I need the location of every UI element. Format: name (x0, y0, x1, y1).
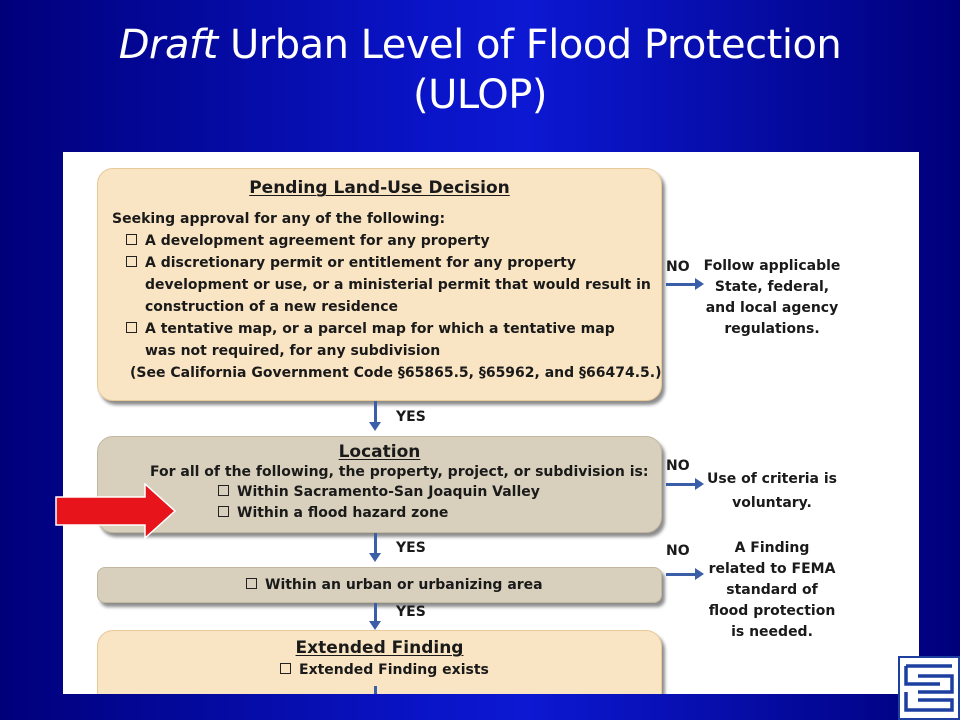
slide-title: Draft Urban Level of Flood Protection (U… (0, 20, 960, 120)
no-label-3: NO (666, 543, 690, 559)
extended-item: Extended Finding exists (98, 658, 661, 682)
logo-mark-icon (904, 664, 954, 712)
urban-area-box: Within an urban or urbanizing area (97, 567, 662, 603)
pending-item-3: A tentative map, or a parcel map for whi… (112, 318, 661, 340)
extended-down-arrow (374, 686, 377, 694)
pending-item-2-cont-a: development or use, or a ministerial per… (145, 277, 651, 293)
checkbox-icon (126, 255, 137, 267)
pending-intro: Seeking approval for any of the followin… (112, 211, 446, 227)
checkbox-icon (126, 233, 137, 245)
extended-heading: Extended Finding (295, 638, 464, 658)
checkbox-icon (246, 577, 257, 589)
checkbox-icon (280, 662, 291, 674)
pending-heading: Pending Land-Use Decision (249, 178, 510, 198)
no-outcome-1: Follow applicable State, federal, and lo… (703, 258, 841, 337)
pending-item-2-cont-b: construction of a new residence (145, 299, 399, 315)
checkbox-icon (126, 321, 137, 333)
no-outcome-3: A Finding related to FEMA standard of fl… (708, 540, 836, 640)
corner-logo-icon (898, 656, 960, 720)
red-pointer-arrow-icon (55, 483, 177, 539)
title-line-2: (ULOP) (413, 72, 547, 118)
no-outcome-2: Use of criteria is voluntary. (707, 471, 837, 511)
yes-label-2: YES (396, 540, 426, 556)
pending-decision-box: Pending Land-Use Decision Seeking approv… (97, 168, 662, 401)
pending-item-1: A development agreement for any property (112, 230, 661, 252)
no-label-2: NO (666, 458, 690, 474)
checkbox-icon (218, 505, 229, 517)
pending-reference: (See California Government Code §65865.5… (130, 365, 662, 381)
location-item-2: Within a flood hazard zone (98, 503, 661, 524)
location-item-1: Within Sacramento-San Joaquin Valley (98, 482, 661, 503)
no-label-1: NO (666, 259, 690, 275)
pending-item-3-cont: was not required, for any subdivision (145, 343, 441, 359)
checkbox-icon (218, 484, 229, 496)
location-box: Location For all of the following, the p… (97, 436, 662, 533)
yes-arrow-3 (369, 603, 381, 630)
no-arrow-1 (666, 278, 704, 290)
location-intro: For all of the following, the property, … (150, 464, 649, 480)
pending-item-2: A discretionary permit or entitlement fo… (112, 252, 661, 274)
extended-finding-box: Extended Finding Extended Finding exists (97, 630, 662, 694)
urban-item: Within an urban or urbanizing area (98, 568, 661, 602)
yes-arrow-2 (369, 533, 381, 562)
no-arrow-3 (666, 568, 704, 580)
yes-arrow-1 (369, 401, 381, 431)
yes-label-1: YES (396, 409, 426, 425)
no-arrow-2 (666, 478, 704, 490)
title-main: Urban Level of Flood Protection (217, 22, 842, 68)
title-line-1: Draft Urban Level of Flood Protection (0, 20, 960, 70)
title-draft: Draft (118, 22, 219, 68)
flowchart-panel: Pending Land-Use Decision Seeking approv… (63, 152, 919, 694)
yes-label-3: YES (396, 604, 426, 620)
location-heading: Location (338, 442, 421, 462)
